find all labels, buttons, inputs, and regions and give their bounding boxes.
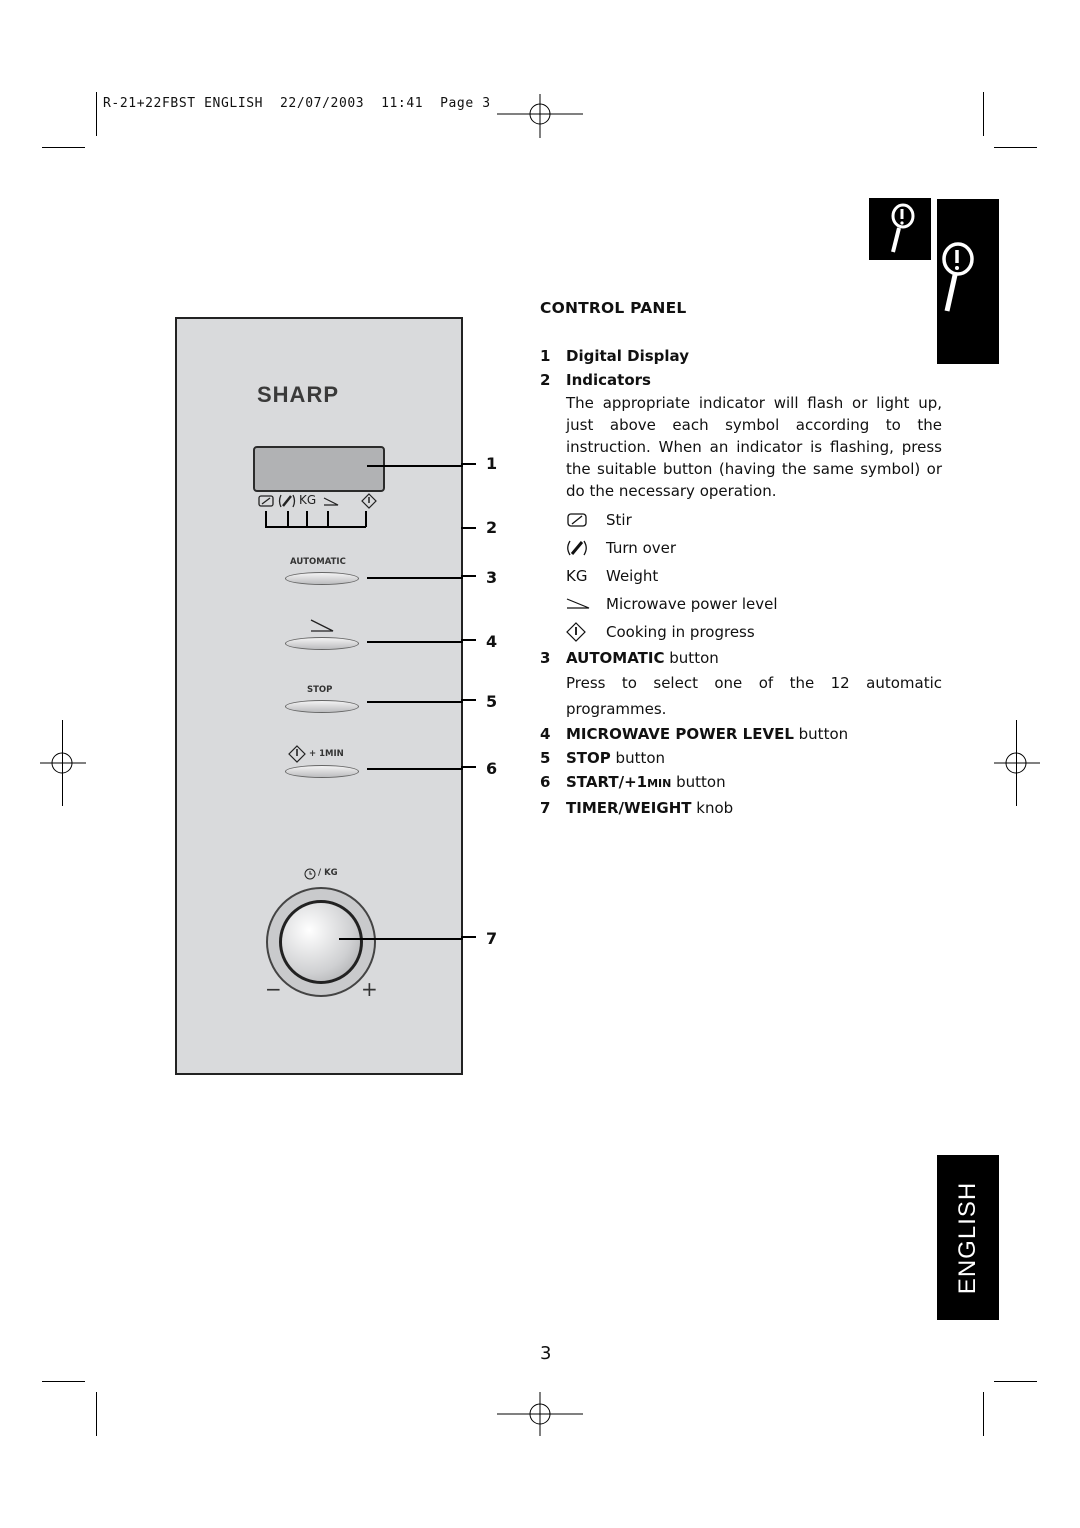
list-item-digital-display: 1 Digital Display [540, 344, 942, 368]
leader-line-7 [339, 938, 463, 940]
item-number: 7 [540, 799, 551, 817]
control-panel-description: CONTROL PANEL 1 Digital Display 2 Indica… [540, 296, 942, 820]
clock-icon [304, 868, 316, 880]
leader-line-4 [367, 641, 463, 643]
list-item-indicators: 2 Indicators [540, 368, 942, 392]
note-icon-small [869, 198, 931, 260]
item-number: 1 [540, 347, 551, 365]
language-tab-label: ENGLISH [954, 1181, 981, 1294]
microwave-power-icon [323, 497, 339, 506]
callout-6: 6 [486, 759, 498, 778]
cooking-in-progress-icon [566, 622, 586, 642]
leader-line-6 [367, 768, 463, 770]
leader-line-7-ext [461, 936, 476, 938]
callout-3: 3 [486, 568, 498, 587]
item-number: 4 [540, 725, 551, 743]
kg-indicator: KG [299, 493, 317, 507]
list-item-stop: 5 STOP button [540, 746, 942, 770]
registration-mark-top [497, 94, 583, 138]
symbol-label: Cooking in progress [606, 623, 755, 641]
symbol-label: Microwave power level [606, 595, 778, 613]
item-label: TIMER/WEIGHT [566, 799, 692, 817]
symbol-label: Weight [606, 567, 659, 585]
start-plus-1min-button[interactable] [285, 765, 359, 778]
stir-icon [567, 513, 587, 527]
digital-display [253, 446, 385, 492]
symbol-row-weight: KG Weight [566, 562, 942, 590]
item-label: STOP [566, 749, 611, 767]
item-suffix: knob [691, 799, 734, 817]
knob-label: / KG [318, 868, 338, 878]
leader-line-3 [367, 577, 463, 579]
symbol-label: Turn over [606, 539, 677, 557]
callout-7: 7 [486, 929, 498, 948]
sharp-logo: SHARP [257, 382, 340, 407]
callout-2: 2 [486, 518, 498, 537]
start-icon [288, 745, 306, 763]
registration-mark-left [40, 752, 86, 774]
turn-over-icon [278, 494, 296, 508]
list-item-microwave-power-level: 4 MICROWAVE POWER LEVEL button [540, 722, 942, 746]
cooking-in-progress-icon [361, 493, 377, 509]
print-slug: R-21+22FBST ENGLISH 22/07/2003 11:41 Pag… [103, 96, 491, 111]
callout-4: 4 [486, 632, 498, 651]
knob-minus: − [265, 977, 282, 1001]
item-suffix: button [671, 773, 726, 791]
indicators-description: The appropriate indicator will flash or … [566, 394, 942, 500]
knob-plus: + [361, 977, 378, 1001]
leader-line-5-ext [461, 699, 476, 701]
item-number: 5 [540, 749, 551, 767]
item-suffix: button [793, 725, 849, 743]
automatic-description: Press to select one of the 12 automatic … [566, 674, 942, 718]
note-icon-large [937, 199, 999, 364]
leader-line-4-ext [461, 639, 476, 641]
registration-mark-bottom [497, 1392, 583, 1436]
kg-symbol: KG [566, 567, 588, 585]
control-panel-illustration: SHARP KG AUTOMATIC STOP + 1MIN [175, 317, 463, 1075]
microwave-power-icon [310, 619, 334, 632]
leader-line-6-ext [461, 766, 476, 768]
item-number: 3 [540, 649, 551, 667]
item-suffix: button [664, 649, 719, 667]
symbol-row-turn-over: Turn over [566, 534, 942, 562]
stir-icon [258, 495, 274, 507]
section-title: CONTROL PANEL [540, 299, 687, 317]
list-item-timer-weight: 7 TIMER/WEIGHT knob [540, 796, 942, 820]
list-item-automatic: 3 AUTOMATIC button [540, 646, 942, 670]
automatic-label: AUTOMATIC [290, 557, 346, 567]
callout-5: 5 [486, 692, 498, 711]
symbol-label: Stir [606, 511, 632, 529]
registration-mark-right [994, 752, 1040, 774]
page-number: 3 [540, 1343, 552, 1364]
item-label: AUTOMATIC [566, 649, 665, 667]
callout-1: 1 [486, 454, 498, 473]
leader-line-1 [367, 465, 463, 467]
leader-line-1-ext [461, 463, 476, 465]
item-suffix: button [610, 749, 666, 767]
leader-line-5 [367, 701, 463, 703]
list-item-start: 6 START/+1MIN button [540, 770, 942, 796]
start-plus-1min-label: + 1MIN [309, 749, 344, 759]
automatic-button[interactable] [285, 572, 359, 585]
item-label: MICROWAVE POWER LEVEL [566, 725, 794, 743]
leader-line-2-ext [461, 527, 476, 529]
item-label: Digital Display [566, 347, 689, 365]
symbol-row-cooking: Cooking in progress [566, 618, 942, 646]
item-number: 2 [540, 371, 551, 389]
indicator-bracket [265, 511, 367, 528]
item-label-small: MIN [647, 777, 672, 790]
symbol-row-stir: Stir [566, 506, 942, 534]
stop-label: STOP [307, 685, 333, 695]
microwave-power-icon [566, 598, 590, 609]
item-label: START/+1 [566, 773, 648, 791]
stop-button[interactable] [285, 700, 359, 713]
turn-over-icon [567, 540, 587, 556]
symbol-row-microwave-power: Microwave power level [566, 590, 942, 618]
language-tab: ENGLISH [937, 1155, 999, 1320]
leader-line-3-ext [461, 575, 476, 577]
item-label: Indicators [566, 371, 651, 389]
item-number: 6 [540, 773, 551, 791]
microwave-power-level-button[interactable] [285, 637, 359, 650]
timer-weight-knob[interactable] [266, 887, 376, 997]
